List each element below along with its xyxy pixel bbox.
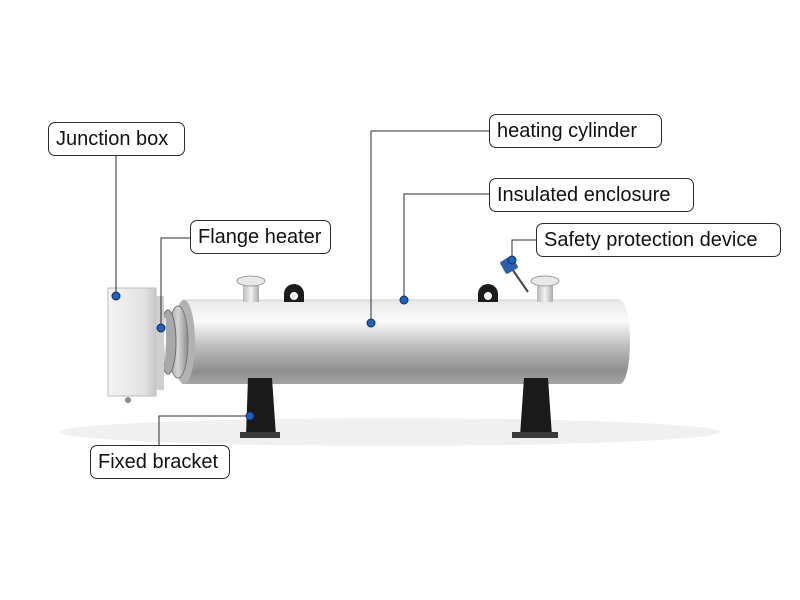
right-lifting-lug bbox=[478, 284, 498, 302]
heating-cylinder-label: heating cylinder bbox=[489, 114, 662, 148]
insulated-enclosure-marker bbox=[399, 295, 409, 305]
right-nozzle bbox=[530, 275, 560, 302]
junction-box-marker bbox=[111, 291, 121, 301]
fixed-bracket-marker bbox=[245, 411, 255, 421]
insulated-enclosure-leader bbox=[403, 193, 489, 300]
junction-box-body bbox=[107, 287, 164, 403]
safety-protection-device-label: Safety protection device bbox=[536, 223, 781, 257]
flange-heater-label: Flange heater bbox=[190, 220, 331, 254]
right-bracket bbox=[512, 378, 558, 438]
fixed-bracket-leader bbox=[158, 415, 250, 445]
heating-cylinder-body bbox=[182, 299, 630, 384]
junction-box-label: Junction box bbox=[48, 122, 185, 156]
safety-device-marker bbox=[507, 255, 517, 265]
heating-cylinder-marker bbox=[366, 318, 376, 328]
left-nozzle bbox=[236, 275, 266, 302]
left-bracket bbox=[240, 378, 280, 438]
insulated-enclosure-label: Insulated enclosure bbox=[489, 178, 694, 212]
flange-heater-leader bbox=[160, 237, 190, 328]
ground-shadow bbox=[60, 418, 720, 446]
heating-cylinder-leader bbox=[370, 130, 489, 323]
safety-device-leader bbox=[511, 239, 536, 260]
left-lifting-lug bbox=[284, 284, 304, 302]
flange-heater-marker bbox=[156, 323, 166, 333]
fixed-bracket-label: Fixed bracket bbox=[90, 445, 230, 479]
